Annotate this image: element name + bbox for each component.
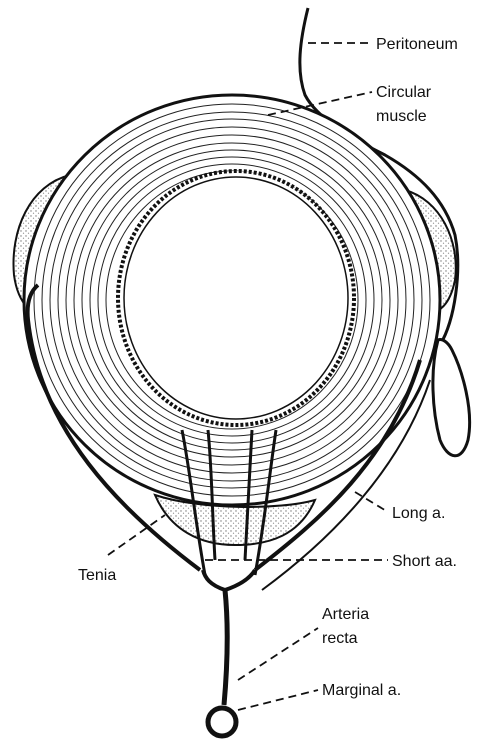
lumen: [124, 177, 348, 419]
label-tenia: Tenia: [78, 567, 116, 584]
label-peritoneum: Peritoneum: [376, 36, 458, 53]
marginal-artery: [208, 708, 236, 736]
label-circular-muscle-1: Circular: [376, 84, 432, 101]
label-arteria-recta-1: Arteria: [322, 606, 369, 623]
label-long-artery: Long a.: [392, 505, 445, 522]
arteria-recta: [224, 590, 227, 705]
label-circular-muscle-2: muscle: [376, 108, 427, 125]
label-short-arteries: Short aa.: [392, 553, 457, 570]
arteria-recta-branch: [203, 570, 255, 590]
label-arteria-recta-2: recta: [322, 630, 358, 647]
label-marginal-artery: Marginal a.: [322, 682, 401, 699]
appendix-epiploica: [433, 339, 470, 455]
